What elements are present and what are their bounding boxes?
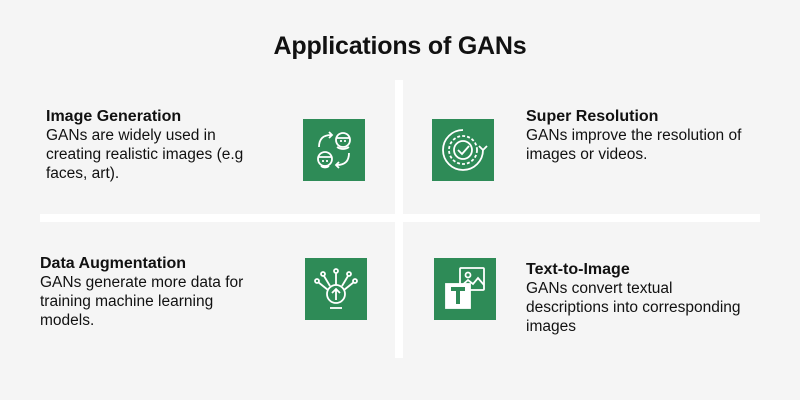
card-heading: Image Generation bbox=[46, 108, 182, 125]
card-desc-line: GANs improve the resolution of bbox=[526, 127, 742, 144]
refresh-check-icon bbox=[432, 119, 494, 181]
card-desc-line: GANs generate more data for bbox=[40, 274, 244, 291]
text-image-icon bbox=[434, 258, 496, 320]
card-heading: Super Resolution bbox=[526, 108, 659, 125]
card-desc-line: training machine learning bbox=[40, 293, 214, 310]
card-desc-line: GANs convert textual bbox=[526, 280, 673, 297]
card-desc-line: images or videos. bbox=[526, 146, 648, 163]
card-heading: Data Augmentation bbox=[40, 255, 187, 272]
card-desc-line: GANs are widely used in bbox=[46, 127, 216, 144]
horizontal-divider bbox=[40, 214, 760, 222]
card-desc-line: models. bbox=[40, 312, 95, 329]
card-desc-line: descriptions into corresponding bbox=[526, 299, 741, 316]
page-title: Applications of GANs bbox=[273, 32, 527, 60]
face-swap-icon bbox=[303, 119, 365, 181]
card-image-generation: Image Generation GANs are widely used in… bbox=[46, 107, 243, 183]
card-desc-line: faces, art). bbox=[46, 165, 120, 182]
data-upload-icon bbox=[305, 258, 367, 320]
card-data-augmentation: Data Augmentation GANs generate more dat… bbox=[40, 254, 243, 330]
card-desc-line: images bbox=[526, 318, 576, 335]
card-desc-line: creating realistic images (e.g bbox=[46, 146, 244, 163]
card-super-resolution: Super Resolution GANs improve the resolu… bbox=[526, 107, 741, 164]
card-text-to-image: Text-to-Image GANs convert textual descr… bbox=[526, 260, 741, 336]
card-heading: Text-to-Image bbox=[526, 261, 630, 278]
